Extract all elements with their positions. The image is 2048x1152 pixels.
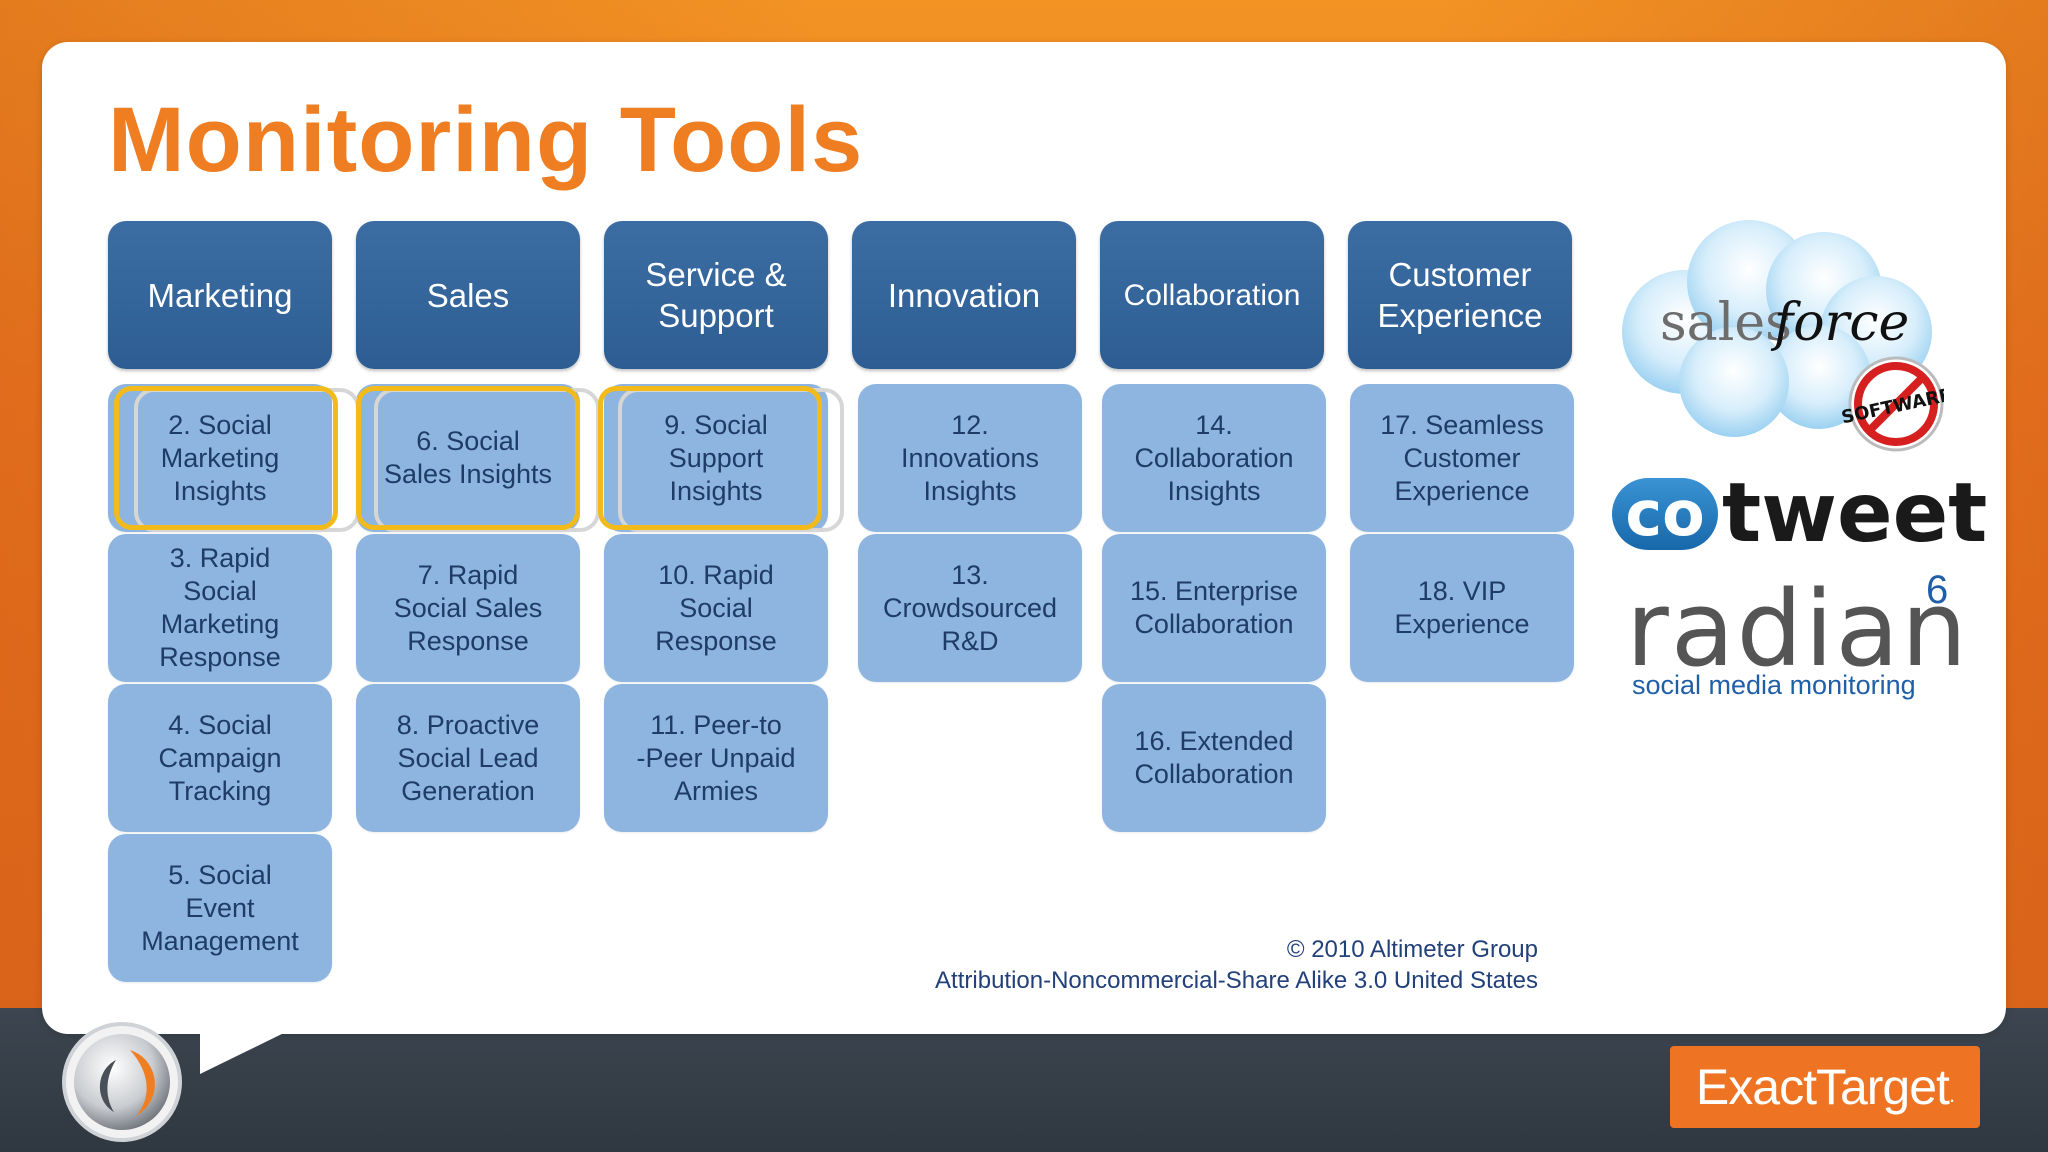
exacttarget-orb-icon xyxy=(62,1022,182,1142)
slide-title: Monitoring Tools xyxy=(108,89,864,191)
cotweet-logo: co tweet xyxy=(1612,470,1987,560)
item-18-vip-experience: 18. VIP Experience xyxy=(1350,534,1574,682)
radian6-tagline: social media monitoring xyxy=(1632,670,1916,700)
salesforce-cloud-icon: sales force SOFTWARE xyxy=(1622,220,1953,452)
column-header-sales: Sales xyxy=(356,221,580,369)
item-12-innovations-insights: 12. Innovations Insights xyxy=(858,384,1082,532)
salesforce-logo: sales force SOFTWARE xyxy=(1614,212,1953,462)
cotweet-wordmark: tweet xyxy=(1722,466,1988,561)
radian6-logo: radian 6 social media monitoring xyxy=(1626,568,1986,714)
column-header-service-support: Service & Support xyxy=(604,221,828,369)
highlight-frame-marketing xyxy=(114,386,338,530)
column-header-customer-experience: Customer Experience xyxy=(1348,221,1572,369)
radian6-superscript: 6 xyxy=(1926,568,1949,612)
item-6-social-sales-insights: 6. Social Sales Insights xyxy=(356,384,580,532)
exacttarget-logo: ExactTarget. xyxy=(1670,1046,1980,1128)
item-7-rapid-social-sales-response: 7. Rapid Social Sales Response xyxy=(356,534,580,682)
speech-bubble-tail xyxy=(200,1030,290,1074)
highlight-frame-service xyxy=(598,386,822,530)
item-10-rapid-social-response: 10. Rapid Social Response xyxy=(604,534,828,682)
item-14-collaboration-insights: 14. Collaboration Insights xyxy=(1102,384,1326,532)
copyright-line-2: Attribution-Noncommercial-Share Alike 3.… xyxy=(935,967,1538,994)
svg-text:sales: sales xyxy=(1660,293,1792,353)
item-4-social-campaign-tracking: 4. Social Campaign Tracking xyxy=(108,684,332,832)
item-3-rapid-social-marketing-response: 3. Rapid Social Marketing Response xyxy=(108,534,332,682)
column-header-marketing: Marketing xyxy=(108,221,332,369)
item-2-social-marketing-insights: 2. Social Marketing Insights xyxy=(108,384,332,532)
copyright-notice: © 2010 Altimeter Group Attribution-Nonco… xyxy=(935,934,1538,996)
svg-text:force: force xyxy=(1770,293,1909,353)
item-11-peer-to-peer-unpaid-armies: 11. Peer-to -Peer Unpaid Armies xyxy=(604,684,828,832)
cotweet-co-badge: co xyxy=(1612,478,1718,550)
item-17-seamless-customer-experience: 17. Seamless Customer Experience xyxy=(1350,384,1574,532)
item-13-crowdsourced-rnd: 13. Crowdsourced R&D xyxy=(858,534,1082,682)
item-16-extended-collaboration: 16. Extended Collaboration xyxy=(1102,684,1326,832)
radian6-wordmark: radian xyxy=(1626,568,1970,690)
item-9-social-support-insights: 9. Social Support Insights xyxy=(604,384,828,532)
copyright-line-1: © 2010 Altimeter Group xyxy=(1286,936,1538,963)
column-header-innovation: Innovation xyxy=(852,221,1076,369)
column-header-collaboration: Collaboration xyxy=(1100,221,1324,369)
item-8-proactive-social-lead-generation: 8. Proactive Social Lead Generation xyxy=(356,684,580,832)
item-5-social-event-management: 5. Social Event Management xyxy=(108,834,332,982)
item-15-enterprise-collaboration: 15. Enterprise Collaboration xyxy=(1102,534,1326,682)
highlight-frame-sales xyxy=(356,386,580,530)
